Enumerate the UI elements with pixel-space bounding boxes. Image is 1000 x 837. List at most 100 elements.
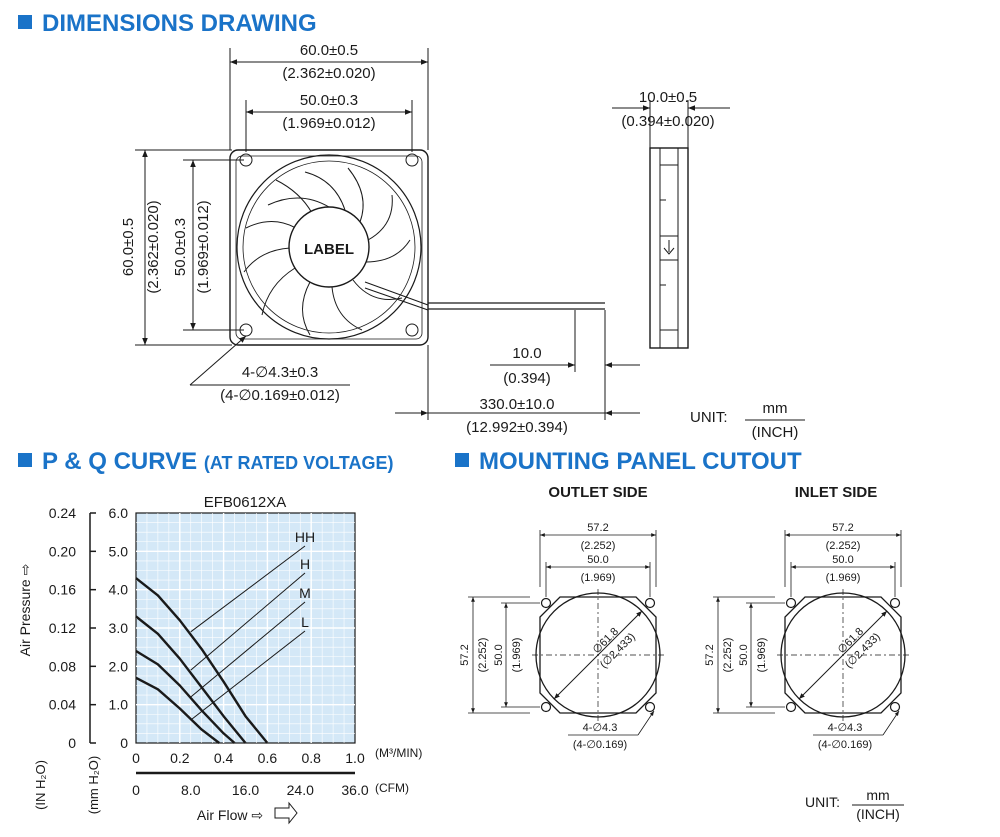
dimensions-heading-text: DIMENSIONS DRAWING — [42, 10, 317, 37]
diameter-arrow — [798, 610, 888, 700]
outer-dim-text: 57.2 — [587, 522, 608, 534]
pq-xtick-m3: 0.2 — [170, 750, 190, 766]
mount-hole — [644, 597, 656, 609]
mount-unit-label: UNIT: — [805, 794, 840, 810]
heading-square-icon — [455, 453, 469, 467]
dimensions-heading: DIMENSIONS DRAWING — [18, 10, 317, 38]
holes-inch-text: (4-∅0.169±0.012) — [220, 387, 340, 404]
pq-xtick-cfm: 16.0 — [232, 782, 259, 798]
pq-xlabel-arrow-icon — [274, 801, 298, 825]
inner-vdim-text: 50.0 — [493, 644, 505, 665]
pq-ytick-in: 0.24 — [49, 505, 76, 521]
pq-ytick-in: 0.08 — [49, 658, 76, 674]
pq-series-label: H — [300, 556, 310, 572]
inner-dim-text: 50.0 — [832, 554, 853, 566]
pq-ytick-in: 0 — [68, 735, 76, 751]
pq-xtick-cfm: 8.0 — [181, 782, 201, 798]
unit-inch-text: (INCH) — [752, 424, 799, 441]
pq-ytick-mm: 5.0 — [109, 543, 129, 559]
inner-vdim-inch-text: (1.969) — [511, 638, 523, 673]
pq-series-hh — [135, 577, 269, 744]
outer-height-text: 60.0±0.5 — [120, 218, 137, 276]
hole-spacing-inch-text: (1.969±0.012) — [282, 115, 375, 132]
pq-heading-text: P & Q CURVE — [42, 448, 198, 475]
mounting-heading: MOUNTING PANEL CUTOUT — [455, 448, 802, 476]
lead-strip-inch-text: (0.394) — [503, 370, 551, 387]
lead-strip-text: 10.0 — [512, 345, 541, 362]
pq-series-label: M — [299, 585, 311, 601]
inlet-side-title: INLET SIDE — [795, 484, 878, 501]
inner-vdim-text: 50.0 — [738, 644, 750, 665]
mount-hole — [785, 597, 797, 609]
pq-series-leader — [190, 572, 306, 671]
unit-mm-text: mm — [763, 400, 788, 417]
pq-ytick-in: 0.12 — [49, 620, 76, 636]
pq-ytick-mm: 1.0 — [109, 697, 129, 713]
inlet-side-cutout: ∅61.8(∅2.433)57.2(2.252)50.0(1.969)57.2(… — [704, 522, 909, 751]
dimensions-drawing: LABEL 60.0±0.5 (2.362±0.020) 50.0±0.3 — [120, 42, 805, 441]
pq-xlabel: Air Flow ⇨ — [197, 807, 263, 823]
diameter-arrow — [553, 610, 643, 700]
pq-heading-subtitle: (AT RATED VOLTAGE) — [203, 453, 394, 473]
pq-series-label: L — [301, 614, 309, 630]
pq-series-leader — [190, 601, 306, 698]
pq-ticks: 01.02.03.04.05.06.000.040.080.120.160.20… — [49, 505, 369, 825]
outer-dim-inch-text: (2.252) — [581, 540, 616, 552]
pq-series-leader — [190, 545, 306, 633]
pq-series-label: HH — [295, 529, 315, 545]
pq-yunit-mm: (mm H₂O) — [86, 756, 101, 814]
mount-hole — [889, 597, 901, 609]
pq-chart-title: EFB0612XA — [204, 494, 287, 511]
pq-xtick-m3: 0.6 — [258, 750, 278, 766]
mounting-heading-text: MOUNTING PANEL CUTOUT — [479, 448, 802, 475]
hole-leader — [637, 710, 655, 736]
holes-inch-text: (4-∅0.169) — [573, 739, 627, 751]
holes-inch-text: (4-∅0.169) — [818, 739, 872, 751]
pq-ytick-in: 0.04 — [49, 697, 76, 713]
hole-leader — [882, 710, 900, 736]
pq-ytick-mm: 4.0 — [109, 582, 129, 598]
heading-square-icon — [18, 15, 32, 29]
pq-grid — [135, 512, 356, 744]
pq-xtick-m3: 0.4 — [214, 750, 234, 766]
mount-unit-inch: (INCH) — [856, 806, 900, 822]
cutout-outline — [539, 596, 657, 714]
lead-length-inch-text: (12.992±0.394) — [466, 419, 568, 436]
cutout-outline — [784, 596, 902, 714]
inner-dim-inch-text: (1.969) — [826, 572, 861, 584]
mounting-cutout: ∅61.8(∅2.433)57.2(2.252)50.0(1.969)57.2(… — [459, 484, 909, 822]
pq-xtick-cfm: 36.0 — [341, 782, 368, 798]
mount-hole — [540, 701, 552, 713]
outer-width-inch-text: (2.362±0.020) — [282, 65, 375, 82]
mount-hole — [540, 597, 552, 609]
hole-spacing-v-text: 50.0±0.3 — [172, 218, 189, 276]
pq-series-leader — [190, 630, 306, 721]
thickness-inch-text: (0.394±0.020) — [621, 113, 714, 130]
pq-series-h — [135, 615, 247, 744]
inner-dim-inch-text: (1.969) — [581, 572, 616, 584]
pq-xunit-m3: (M³/MIN) — [375, 746, 422, 760]
pq-ytick-mm: 3.0 — [109, 620, 129, 636]
outer-vdim-inch-text: (2.252) — [477, 638, 489, 673]
outer-vdim-text: 57.2 — [704, 644, 716, 665]
pq-ytick-mm: 0 — [120, 735, 128, 751]
outer-dim-inch-text: (2.252) — [826, 540, 861, 552]
mount-hole — [644, 701, 656, 713]
pq-ytick-mm: 2.0 — [109, 658, 129, 674]
outer-width-text: 60.0±0.5 — [300, 42, 358, 59]
inner-vdim-inch-text: (1.969) — [756, 638, 768, 673]
fan-side-view — [612, 100, 730, 349]
pq-xtick-m3: 0.8 — [301, 750, 321, 766]
thickness-text: 10.0±0.5 — [639, 89, 697, 106]
outlet-side-title: OUTLET SIDE — [548, 484, 647, 501]
outer-vdim-inch-text: (2.252) — [722, 638, 734, 673]
label-text: LABEL — [304, 241, 354, 258]
pq-ytick-in: 0.16 — [49, 582, 76, 598]
pq-xunit-cfm: (CFM) — [375, 781, 409, 795]
pq-xtick-m3: 0 — [132, 750, 140, 766]
outer-height-inch-text: (2.362±0.020) — [145, 200, 162, 293]
mount-unit-mm: mm — [866, 787, 889, 803]
hole-spacing-v-inch-text: (1.969±0.012) — [195, 200, 212, 293]
